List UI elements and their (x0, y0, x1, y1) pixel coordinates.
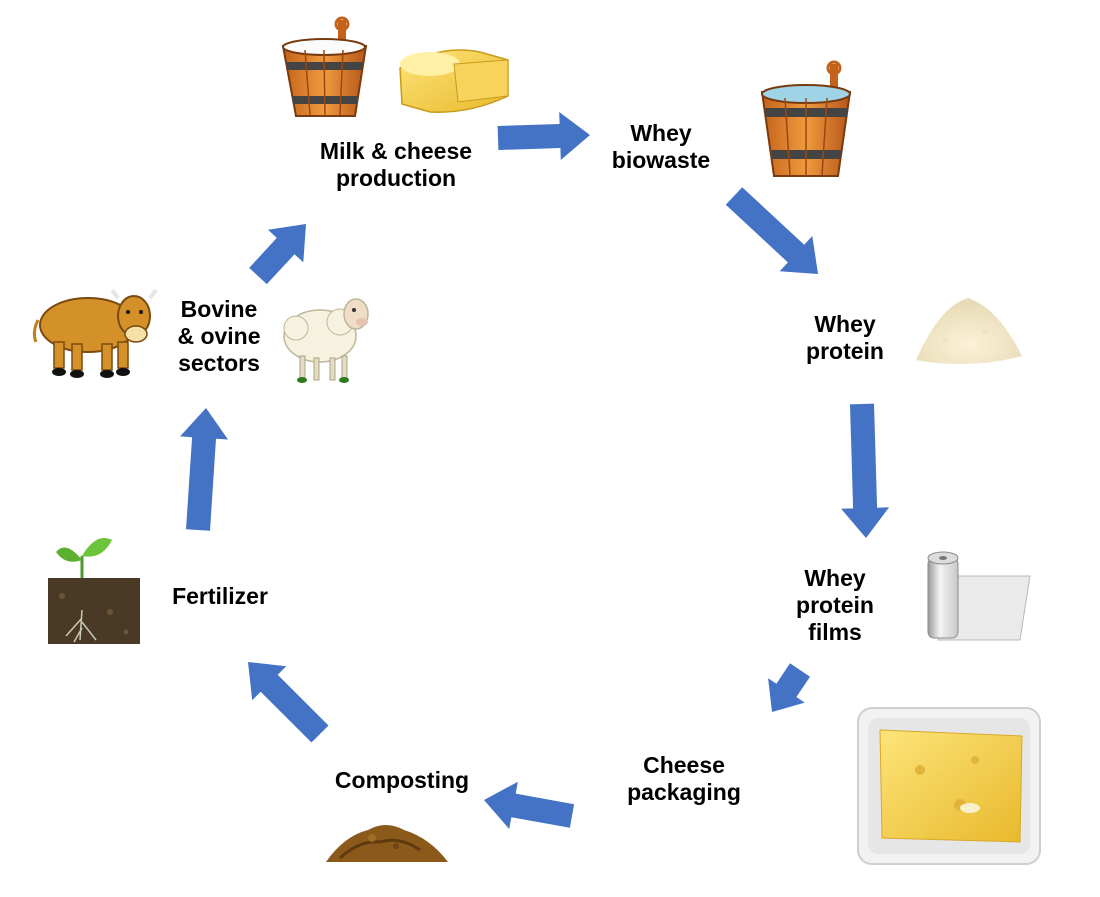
arrow-whey-biowaste-to-whey-protein (725, 187, 818, 274)
film-roll-icon (927, 551, 1031, 641)
label-whey-biowaste: Whey biowaste (611, 120, 711, 173)
cow-icon (32, 288, 158, 378)
sprout-soil-icon (48, 538, 140, 644)
cycle-arrows (180, 112, 890, 829)
arrow-fertilizer-to-bovine-ovine (180, 408, 228, 531)
label-composting: Composting (334, 767, 470, 793)
label-whey-protein-films: Whey protein films (796, 565, 874, 645)
arrow-bovine-ovine-to-milk-cheese (249, 224, 306, 285)
milk-bucket-icon (281, 16, 368, 117)
label-fertilizer: Fertilizer (172, 583, 268, 609)
label-bovine-ovine-sectors: Bovine & ovine sectors (177, 296, 261, 376)
label-milk-cheese-production: Milk & cheese production (319, 138, 473, 191)
arrow-cheese-packaging-to-composting (484, 781, 575, 829)
arrow-milk-cheese-to-whey-biowaste (497, 112, 590, 160)
arrow-whey-protein-to-whey-protein-films (841, 403, 890, 538)
protein-powder-icon (916, 298, 1022, 365)
arrow-composting-to-fertilizer (248, 662, 329, 743)
packaged-cheese-icon (857, 707, 1041, 865)
label-whey-protein: Whey protein (806, 311, 884, 364)
label-cheese-packaging: Cheese packaging (627, 752, 741, 805)
arrow-whey-protein-films-to-cheese-packaging (768, 663, 810, 712)
cheese-wheel-icon (399, 49, 509, 113)
sheep-icon (283, 298, 369, 383)
compost-pile-icon (326, 825, 448, 862)
whey-bucket-icon (760, 60, 852, 177)
